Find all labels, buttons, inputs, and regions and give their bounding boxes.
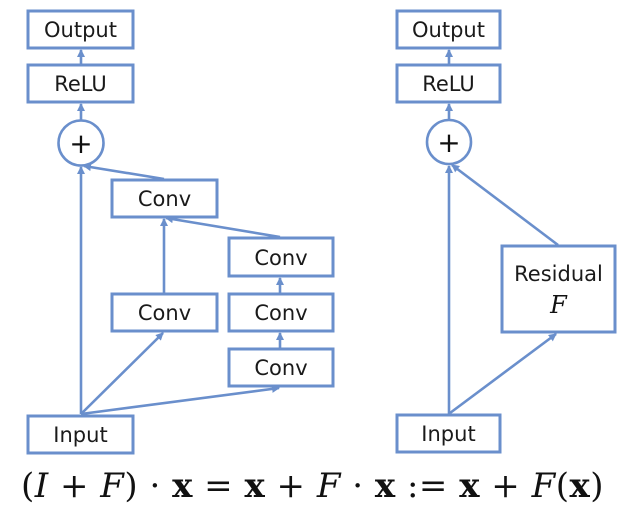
edge-conv3t-to-convtop — [165, 215, 281, 239]
conv-branch3-bottom-label: Conv — [254, 356, 307, 380]
left-output-node: Output — [26, 9, 135, 50]
formula-token: + — [48, 466, 101, 506]
right-output-node: Output — [395, 9, 502, 50]
left-conv-branch3-mid-node: Conv — [227, 292, 335, 333]
formula-token: F — [316, 466, 341, 506]
left-relu-label: ReLU — [54, 72, 107, 96]
left-conv-branch3-top-node: Conv — [227, 236, 335, 278]
formula-token: + — [480, 466, 532, 506]
left-conv-branch3-bottom-node: Conv — [227, 347, 335, 388]
edge-right-input-to-residual — [449, 332, 557, 415]
edge-convtop-to-add — [83, 163, 165, 181]
right-edges — [445, 49, 559, 415]
formula-token: ) · — [124, 466, 173, 506]
residual-formula: (I + F) · x = x + F · x := x + F(x) — [0, 466, 625, 506]
left-output-label: Output — [44, 18, 117, 42]
formula-token: ) — [590, 466, 605, 506]
right-output-label: Output — [412, 18, 485, 42]
right-add-node: + — [425, 118, 473, 166]
conv-branch3-mid-label: Conv — [254, 301, 307, 325]
formula-token: = — [192, 466, 245, 506]
left-input-label: Input — [53, 423, 107, 447]
right-relu-label: ReLU — [422, 72, 475, 96]
plus-icon: + — [69, 127, 92, 160]
edge-input-to-conv-branch2 — [80, 332, 164, 415]
left-add-node: + — [57, 119, 105, 167]
plus-icon: + — [437, 126, 460, 159]
residual-symbol: F — [549, 291, 568, 319]
formula-token: · — [340, 466, 375, 506]
left-input-node: Input — [26, 414, 135, 455]
formula-token: x — [569, 466, 591, 506]
formula-token: F — [100, 466, 125, 506]
formula-token: ( — [555, 466, 570, 506]
formula-token: + — [265, 466, 317, 506]
left-edges — [77, 49, 284, 416]
residual-label: Residual — [514, 262, 603, 286]
right-input-label: Input — [421, 422, 475, 446]
left-conv-top-node: Conv — [110, 178, 219, 219]
formula-token: ( — [20, 466, 35, 506]
edge-residual-to-add — [451, 163, 559, 247]
formula-token: x — [374, 466, 396, 506]
left-conv-branch2-node: Conv — [110, 292, 219, 333]
left-relu-node: ReLU — [26, 63, 135, 104]
right-input-node: Input — [395, 413, 502, 454]
formula-token: x — [172, 466, 193, 506]
formula-token: x — [459, 466, 480, 506]
right-relu-node: ReLU — [395, 63, 502, 104]
conv-top-label: Conv — [138, 187, 191, 211]
formula-token: F — [531, 466, 556, 506]
edge-input-to-conv-branch3-bottom — [80, 384, 280, 416]
formula-token: x — [244, 466, 266, 506]
conv-branch2-label: Conv — [138, 301, 191, 325]
conv-branch3-top-label: Conv — [254, 246, 307, 270]
formula-token: I — [34, 466, 49, 506]
right-residual-node: Residual F — [500, 244, 617, 334]
formula-token: := — [395, 466, 460, 506]
